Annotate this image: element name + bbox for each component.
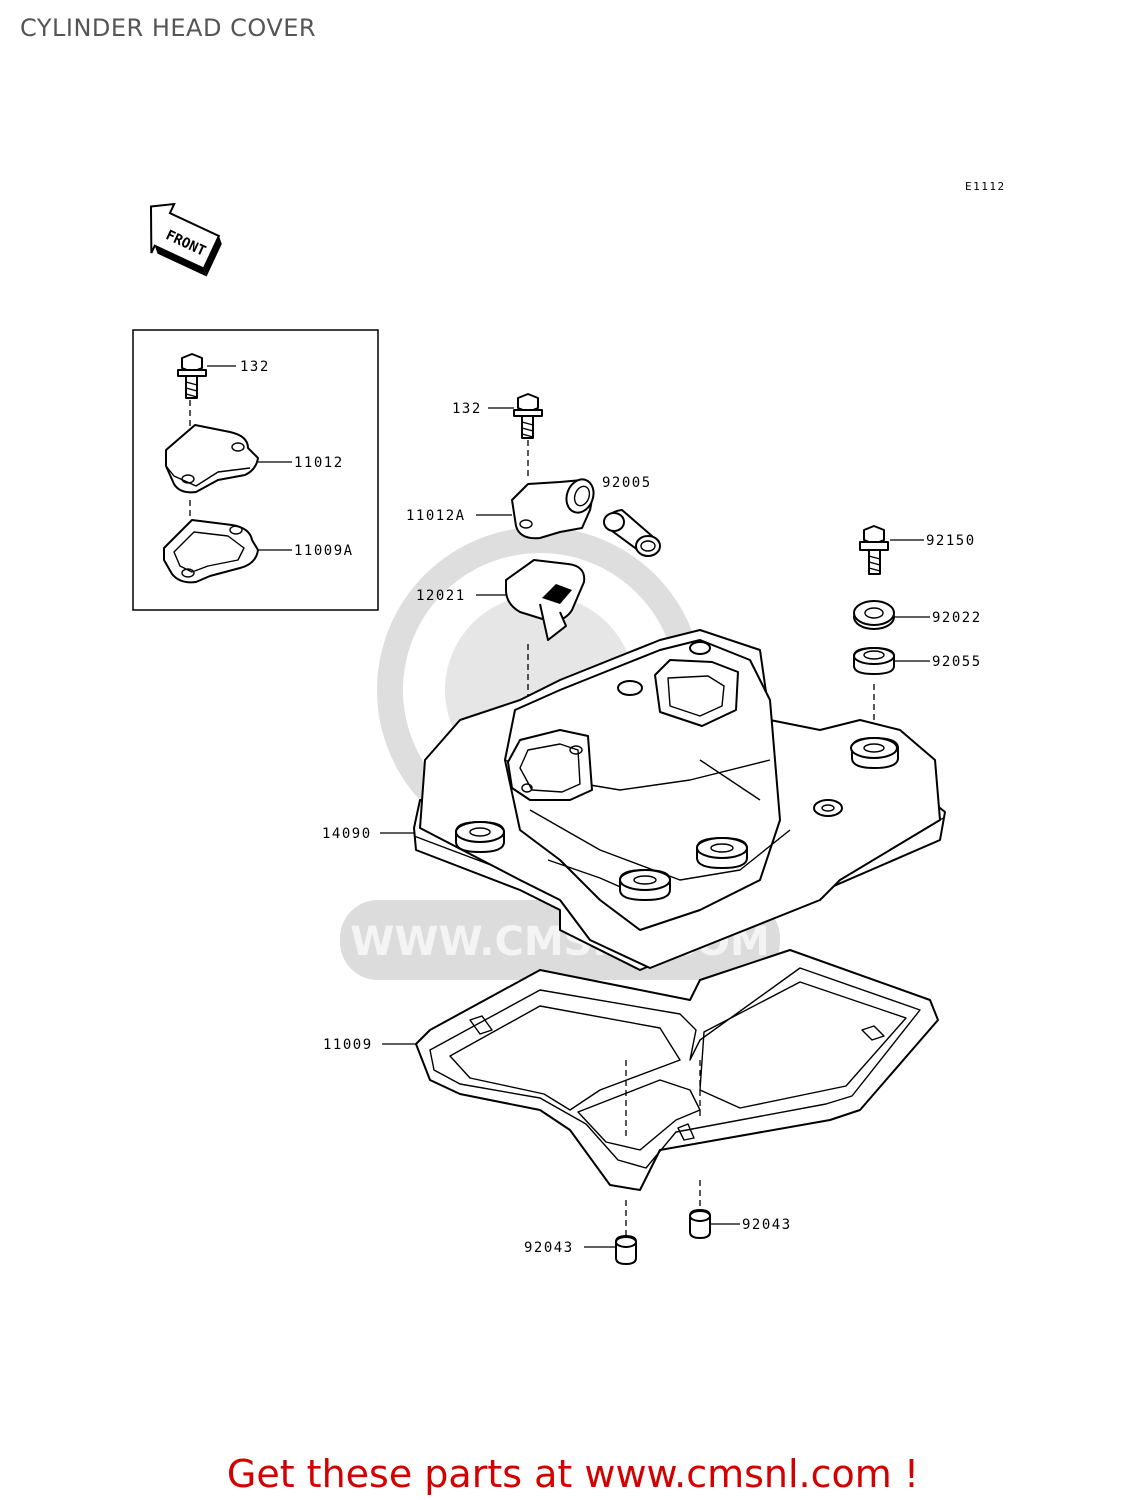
label-11009: 11009 [323, 1037, 373, 1053]
cover-bosses [455, 641, 899, 901]
label-92150: 92150 [926, 533, 976, 549]
dowel-92043-left: 92043 [524, 1200, 637, 1265]
page-title: CYLINDER HEAD COVER [20, 14, 317, 42]
washer-92022: 92022 [853, 600, 982, 630]
label-11012A: 11012A [406, 508, 466, 524]
label-92043-left: 92043 [524, 1240, 574, 1256]
footer-link[interactable]: Get these parts at www.cmsnl.com ! [226, 1452, 920, 1496]
inset-bolt-132: 132 [177, 353, 270, 430]
label-11012: 11012 [294, 455, 344, 471]
diagram-code: E1112 [965, 180, 1006, 193]
label-92055: 92055 [932, 654, 982, 670]
label-14090: 14090 [322, 826, 372, 842]
label-92043-right: 92043 [742, 1217, 792, 1233]
bolt-92150: 92150 [859, 525, 976, 575]
grommet-92055: 92055 [853, 647, 982, 740]
breather-12021: 12021 [416, 559, 586, 720]
inset-gasket-11009A: 11009A [163, 500, 354, 584]
label-12021: 12021 [416, 588, 466, 604]
gasket-11009: 11009 [323, 949, 939, 1191]
label-11009A: 11009A [294, 543, 354, 559]
inset-box [132, 329, 379, 611]
cylinder-head-cover-14090: 14090 [322, 629, 946, 971]
grommet-92005: 92005 [602, 475, 661, 557]
cover-11012A: 11012A [406, 478, 595, 540]
parts-diagram: WWW.CMSNL.COM E1112 FRONT 132 11012 [132, 180, 1006, 1265]
inset-cover-11012: 11012 [165, 424, 344, 494]
bolt-132: 132 [452, 393, 543, 480]
label-132-inset: 132 [240, 359, 270, 375]
label-92022: 92022 [932, 610, 982, 626]
label-132: 132 [452, 401, 482, 417]
label-92005: 92005 [602, 475, 652, 491]
front-arrow-icon: FRONT [149, 202, 222, 277]
dowel-92043-right: 92043 [689, 1180, 792, 1239]
